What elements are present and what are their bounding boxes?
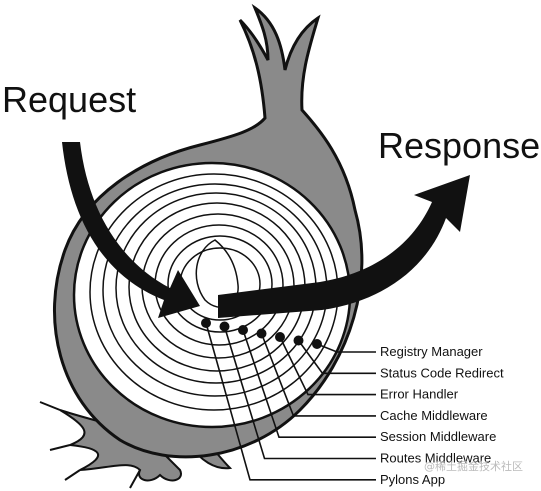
- layer-label: Status Code Redirect: [380, 365, 504, 380]
- response-arrow: [218, 175, 470, 318]
- layer-leader-line: [242, 329, 376, 439]
- request-label: Request: [2, 79, 136, 120]
- layer-leader-line: [223, 326, 376, 460]
- layer-leader-line: [205, 322, 376, 481]
- layer-label: Cache Middleware: [380, 408, 488, 423]
- layer-label: Error Handler: [380, 387, 459, 402]
- layer-dot: [293, 335, 304, 346]
- watermark: @稀土掘金技术社区: [424, 459, 523, 473]
- layer-dot: [312, 339, 322, 349]
- layer-dot: [201, 318, 211, 328]
- response-label: Response: [378, 125, 540, 166]
- layer-dot: [256, 328, 267, 339]
- layer-leader-line: [260, 333, 376, 417]
- layer-label: Session Middleware: [380, 429, 496, 444]
- layer-leader-line: [297, 340, 376, 375]
- layer-dot: [219, 321, 230, 332]
- layer-dot: [238, 325, 248, 335]
- request-arrow: [62, 142, 200, 318]
- layer-label: Pylons App: [380, 472, 445, 487]
- layer-leader-line: [279, 336, 376, 396]
- layer-label: Routes Middleware: [380, 451, 491, 466]
- layer-leader-line: [316, 343, 376, 353]
- layer-label: Registry Manager: [380, 344, 483, 359]
- layer-dot: [275, 332, 285, 342]
